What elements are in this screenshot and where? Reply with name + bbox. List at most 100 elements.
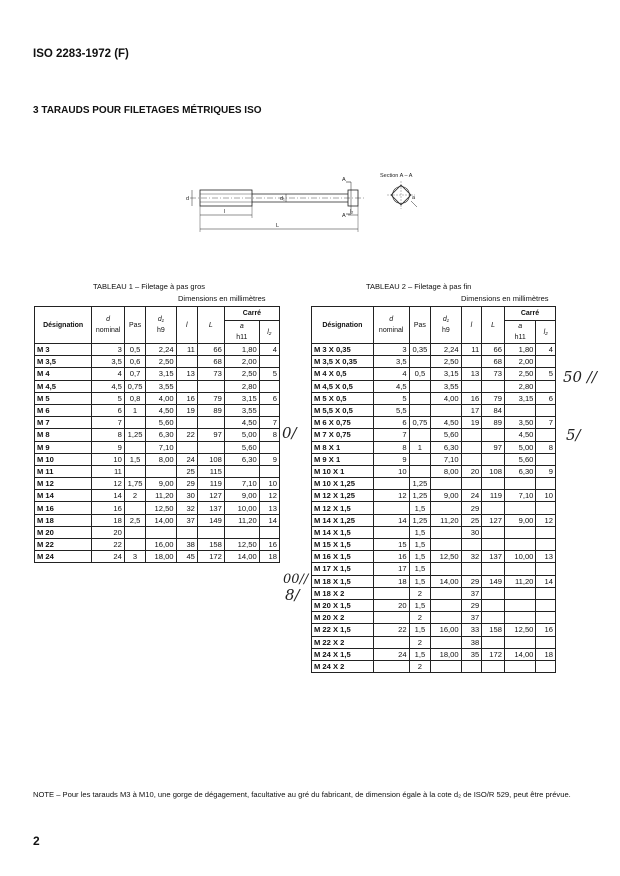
table-cell: 2,50 xyxy=(223,367,260,381)
table-cell: 149 xyxy=(481,574,505,588)
table-cell: 1,75 xyxy=(123,477,147,491)
table-cell xyxy=(481,477,505,491)
designation-cell: M 16 xyxy=(33,501,93,515)
designation-cell: M 22 X 2 xyxy=(311,635,374,649)
table-cell: 37 xyxy=(460,586,483,600)
table-cell: 3,5 xyxy=(91,355,125,369)
table-cell: 10,00 xyxy=(503,550,537,564)
table-cell xyxy=(123,525,147,540)
table-cell: 9,00 xyxy=(145,477,177,491)
table-cell: 89 xyxy=(196,403,225,418)
table-cell: 3 xyxy=(372,342,410,357)
table-cell: 2 xyxy=(408,611,432,625)
designation-cell: M 22 xyxy=(33,537,93,552)
table-cell xyxy=(460,477,483,491)
table-cell xyxy=(372,635,410,649)
table-cell: 4 xyxy=(91,367,125,381)
table-cell xyxy=(123,464,147,479)
table-cell: 0,35 xyxy=(408,342,432,357)
table-cell: 12,50 xyxy=(503,623,537,637)
table-cell: 14 xyxy=(372,513,410,527)
table-cell: 158 xyxy=(481,623,505,637)
table-cell: 15 xyxy=(372,537,410,552)
table-cell: 29 xyxy=(460,574,483,588)
table-cell: 119 xyxy=(196,477,225,491)
table-cell: 3,15 xyxy=(145,367,177,381)
table-cell xyxy=(503,562,537,576)
table-cell: 7 xyxy=(372,428,410,442)
table-cell: 18 xyxy=(535,647,556,661)
table-cell: 4 xyxy=(535,342,556,357)
table-cell: 1,5 xyxy=(408,537,432,552)
table-cell: 1,5 xyxy=(408,574,432,588)
table-cell xyxy=(372,477,410,491)
table-cell xyxy=(408,391,432,405)
table-cell: 119 xyxy=(481,489,505,503)
table-cell: 12 xyxy=(372,489,410,503)
table-cell: 4,50 xyxy=(503,428,537,442)
table-cell xyxy=(175,379,198,393)
section-label: Section A – A xyxy=(380,173,413,179)
table-cell: 5 xyxy=(258,367,281,381)
table-cell: 5,60 xyxy=(430,428,462,442)
table-cell: 137 xyxy=(481,550,505,564)
table-cell xyxy=(408,428,432,442)
table-cell xyxy=(196,379,225,393)
table-cell: 4 xyxy=(372,367,410,381)
table-cell: 0,5 xyxy=(123,342,147,357)
designation-cell: M 16 X 1,5 xyxy=(311,550,374,564)
table-cell: 2,50 xyxy=(145,355,177,369)
table-cell xyxy=(408,452,432,466)
table1-header-pas: Pas xyxy=(123,306,147,344)
designation-cell: M 10 X 1,25 xyxy=(311,477,374,491)
table-cell: 16 xyxy=(175,391,198,405)
table-cell xyxy=(481,537,505,552)
designation-cell: M 22 X 1,5 xyxy=(311,623,374,637)
table-cell xyxy=(503,537,537,552)
table-cell: 22 xyxy=(372,623,410,637)
table-cell: 115 xyxy=(196,464,225,479)
table-cell: 4,50 xyxy=(223,416,260,430)
table-cell xyxy=(123,501,147,515)
table-cell: 12 xyxy=(535,513,556,527)
table1-header-carre: Carré xyxy=(223,306,281,321)
table-cell: 1,25 xyxy=(408,513,432,527)
table-cell xyxy=(258,464,281,479)
table-cell: 5,60 xyxy=(223,440,260,454)
table-cell: 3,55 xyxy=(223,403,260,418)
table-cell xyxy=(535,355,556,369)
table-cell xyxy=(258,525,281,540)
table-cell: 4,00 xyxy=(430,391,462,405)
designation-cell: M 5,5 X 0,5 xyxy=(311,403,374,418)
table-cell: 8 xyxy=(91,428,125,442)
handwritten-mark: 8/ xyxy=(285,586,300,604)
table-cell: 1,5 xyxy=(408,647,432,661)
table-cell xyxy=(481,659,505,674)
table-cell: 5,00 xyxy=(503,440,537,454)
table-cell: 29 xyxy=(460,598,483,613)
table-cell: 6,30 xyxy=(145,428,177,442)
designation-cell: M 20 X 2 xyxy=(311,611,374,625)
table-cell: 13 xyxy=(460,367,483,381)
table-cell: 11 xyxy=(175,342,198,357)
table-cell xyxy=(535,635,556,649)
table-cell: 45 xyxy=(175,550,198,564)
table-cell: 6,30 xyxy=(430,440,462,454)
table-cell: 29 xyxy=(175,477,198,491)
table-cell xyxy=(258,403,281,418)
